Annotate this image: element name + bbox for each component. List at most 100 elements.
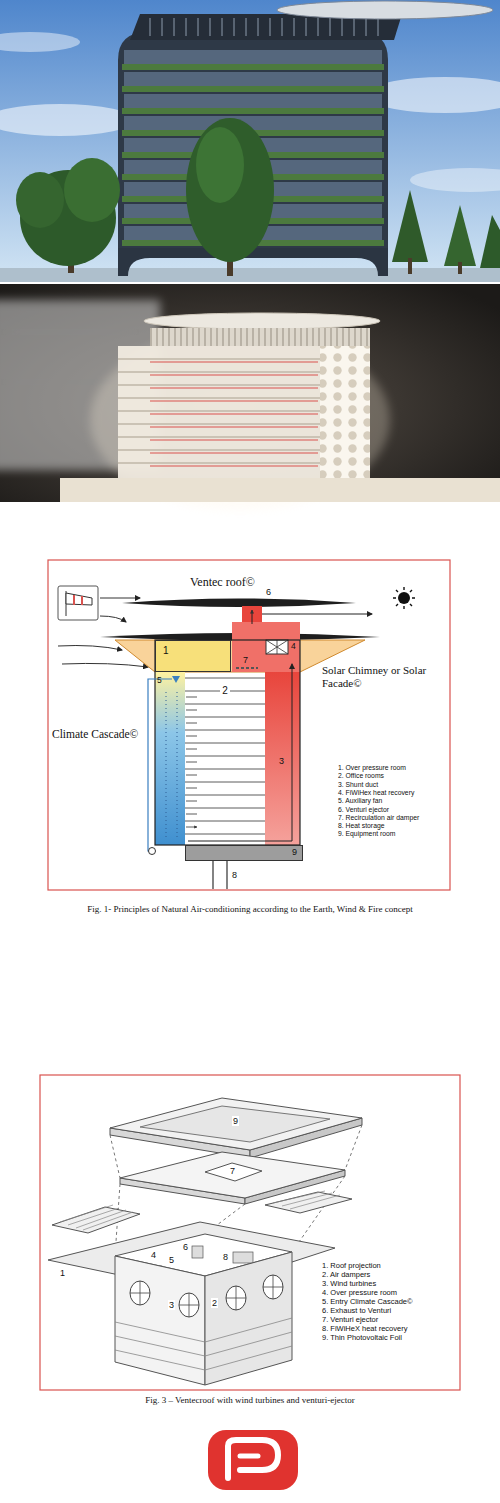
figure-1-drawing-part — [74, 595, 82, 605]
callout-number: 3 — [279, 756, 284, 766]
figure-1-drawing-part — [172, 676, 180, 683]
figure-1-drawing-part — [48, 560, 450, 890]
figure-3-drawing-part — [192, 1246, 203, 1258]
figure-1-drawing-part — [262, 614, 372, 615]
figure-1-drawing-part — [213, 861, 227, 889]
key-entry: Solar Chimney or Solar Facade© — [322, 664, 427, 689]
key-entry: 3. Wind turbines — [322, 1280, 376, 1289]
key-entry: 8. FiWiHeX heat recovery — [322, 1325, 407, 1334]
figure-1-drawing-part — [236, 667, 258, 669]
figure-1-drawing-part — [177, 692, 178, 838]
node-number: 1 — [163, 645, 230, 656]
building-rendering-part — [410, 168, 500, 192]
building-rendering-part — [196, 127, 244, 203]
figure-1-drawing-part — [232, 622, 300, 672]
key-entry: 7. Venturi ejector — [322, 1316, 378, 1325]
equipment-room: 9 — [185, 845, 303, 861]
callout-number: 8 — [232, 870, 237, 880]
figure-1-drawing-part — [266, 640, 288, 654]
figure-1-drawing-part — [188, 664, 292, 841]
figure-3-drawing-part — [140, 1106, 330, 1142]
figure-3-drawing-part — [130, 1281, 150, 1305]
figure-3-drawing-part — [115, 1318, 292, 1370]
node-number: 2 — [220, 686, 230, 696]
building-rendering-part — [122, 64, 384, 70]
callout-number: 6 — [182, 1242, 189, 1252]
building-rendering-part — [480, 215, 500, 268]
callout-number: 2 — [211, 1298, 218, 1308]
figure-1-drawing-part — [149, 848, 156, 855]
part-name: Climate Cascade© — [52, 728, 138, 741]
figure-3-drawing-part — [205, 1252, 292, 1385]
key-entry: 5. Auxiliary fan — [338, 797, 382, 805]
model-photo — [0, 284, 500, 510]
building-rendering-part — [124, 116, 382, 130]
building-rendering-part — [277, 1, 493, 19]
building-rendering-part — [122, 108, 384, 114]
building-rendering-part — [16, 172, 64, 228]
key-entry: 6. Exhaust to Venturi — [322, 1307, 391, 1316]
watermark-logo-part — [208, 1430, 298, 1490]
key-entry: 4. FiWiHex heat recovery — [338, 789, 414, 797]
building-rendering-part — [64, 158, 120, 222]
key-entry: 1. Roof projection — [322, 1262, 381, 1271]
callout-number: 9 — [232, 1116, 239, 1126]
building-rendering-part — [150, 18, 378, 36]
figure-1-drawing-part — [185, 678, 265, 834]
key-entry: 8. Heat storage — [338, 822, 384, 830]
figure-caption: Fig. 3 – Ventecroof with wind turbines a… — [40, 1395, 460, 1405]
figure-1-drawing-part — [122, 599, 356, 608]
callout-number: 4 — [150, 1250, 157, 1260]
key-entry: 9. Thin Photovoltaic Foil — [322, 1334, 402, 1343]
figure-3-drawing-part — [115, 1256, 205, 1385]
figure-3-drawing-part — [265, 1192, 352, 1213]
callout-number: 8 — [222, 1252, 229, 1262]
key-entry: 2. Air dampers — [322, 1271, 370, 1280]
figure-1-drawing-part — [252, 610, 253, 624]
model-photo-part — [144, 313, 380, 329]
building-rendering-part — [122, 86, 384, 92]
callout-number: 3 — [168, 1300, 175, 1310]
figure-1-drawing-part — [155, 640, 300, 845]
figure-3-drawing-part — [226, 1286, 246, 1310]
figure-1-drawing — [48, 560, 450, 890]
figure-3-drawing-part — [233, 1252, 253, 1263]
callout-number: 6 — [266, 587, 271, 597]
model-photo-part — [320, 346, 370, 482]
figure-1-drawing-part — [265, 672, 300, 845]
watermark-logo — [208, 1430, 298, 1490]
figure-3-drawing-part — [263, 1275, 283, 1299]
key-entry: 6. Venturi ejector — [338, 806, 389, 814]
figure-3-drawing-part — [179, 1293, 199, 1317]
building-rendering-part — [0, 268, 500, 282]
figure-3-drawing-part — [60, 1205, 133, 1230]
figure-3-drawing-part — [179, 1293, 199, 1317]
figure-3-drawing-part — [273, 1191, 340, 1209]
key-entry: 3. Shunt duct — [338, 781, 378, 789]
figure-3-drawing-part — [263, 1275, 283, 1299]
key-entry: 7. Recirculation air damper — [338, 814, 419, 822]
figure-1-drawing-part — [148, 679, 172, 851]
part-name: Ventec roof© — [190, 576, 255, 590]
key-entry: 2. Office rooms — [338, 772, 384, 780]
figure-1-drawing-part — [398, 592, 410, 604]
model-photo-part — [150, 328, 370, 346]
figure-1-drawing-part — [242, 606, 262, 624]
figure-1-drawing-part — [58, 646, 122, 651]
over-pressure-room: 1 — [155, 640, 231, 672]
building-rendering — [0, 0, 500, 282]
figure-3-drawing-part — [120, 1152, 345, 1198]
figure-3-drawing-part — [40, 1075, 460, 1390]
building-rendering-part — [118, 248, 388, 276]
building-rendering-part — [186, 118, 274, 262]
figure-3-drawing-part — [226, 1286, 246, 1310]
figure-1-drawing-part — [166, 692, 167, 838]
figure-1-drawing-part — [100, 598, 140, 599]
building-rendering-part — [444, 205, 476, 266]
building-rendering-part — [0, 32, 80, 52]
watermark-logo-part — [228, 1440, 278, 1478]
figure-3-drawing-part — [130, 1281, 150, 1305]
figure-1-drawing-part — [266, 640, 288, 654]
